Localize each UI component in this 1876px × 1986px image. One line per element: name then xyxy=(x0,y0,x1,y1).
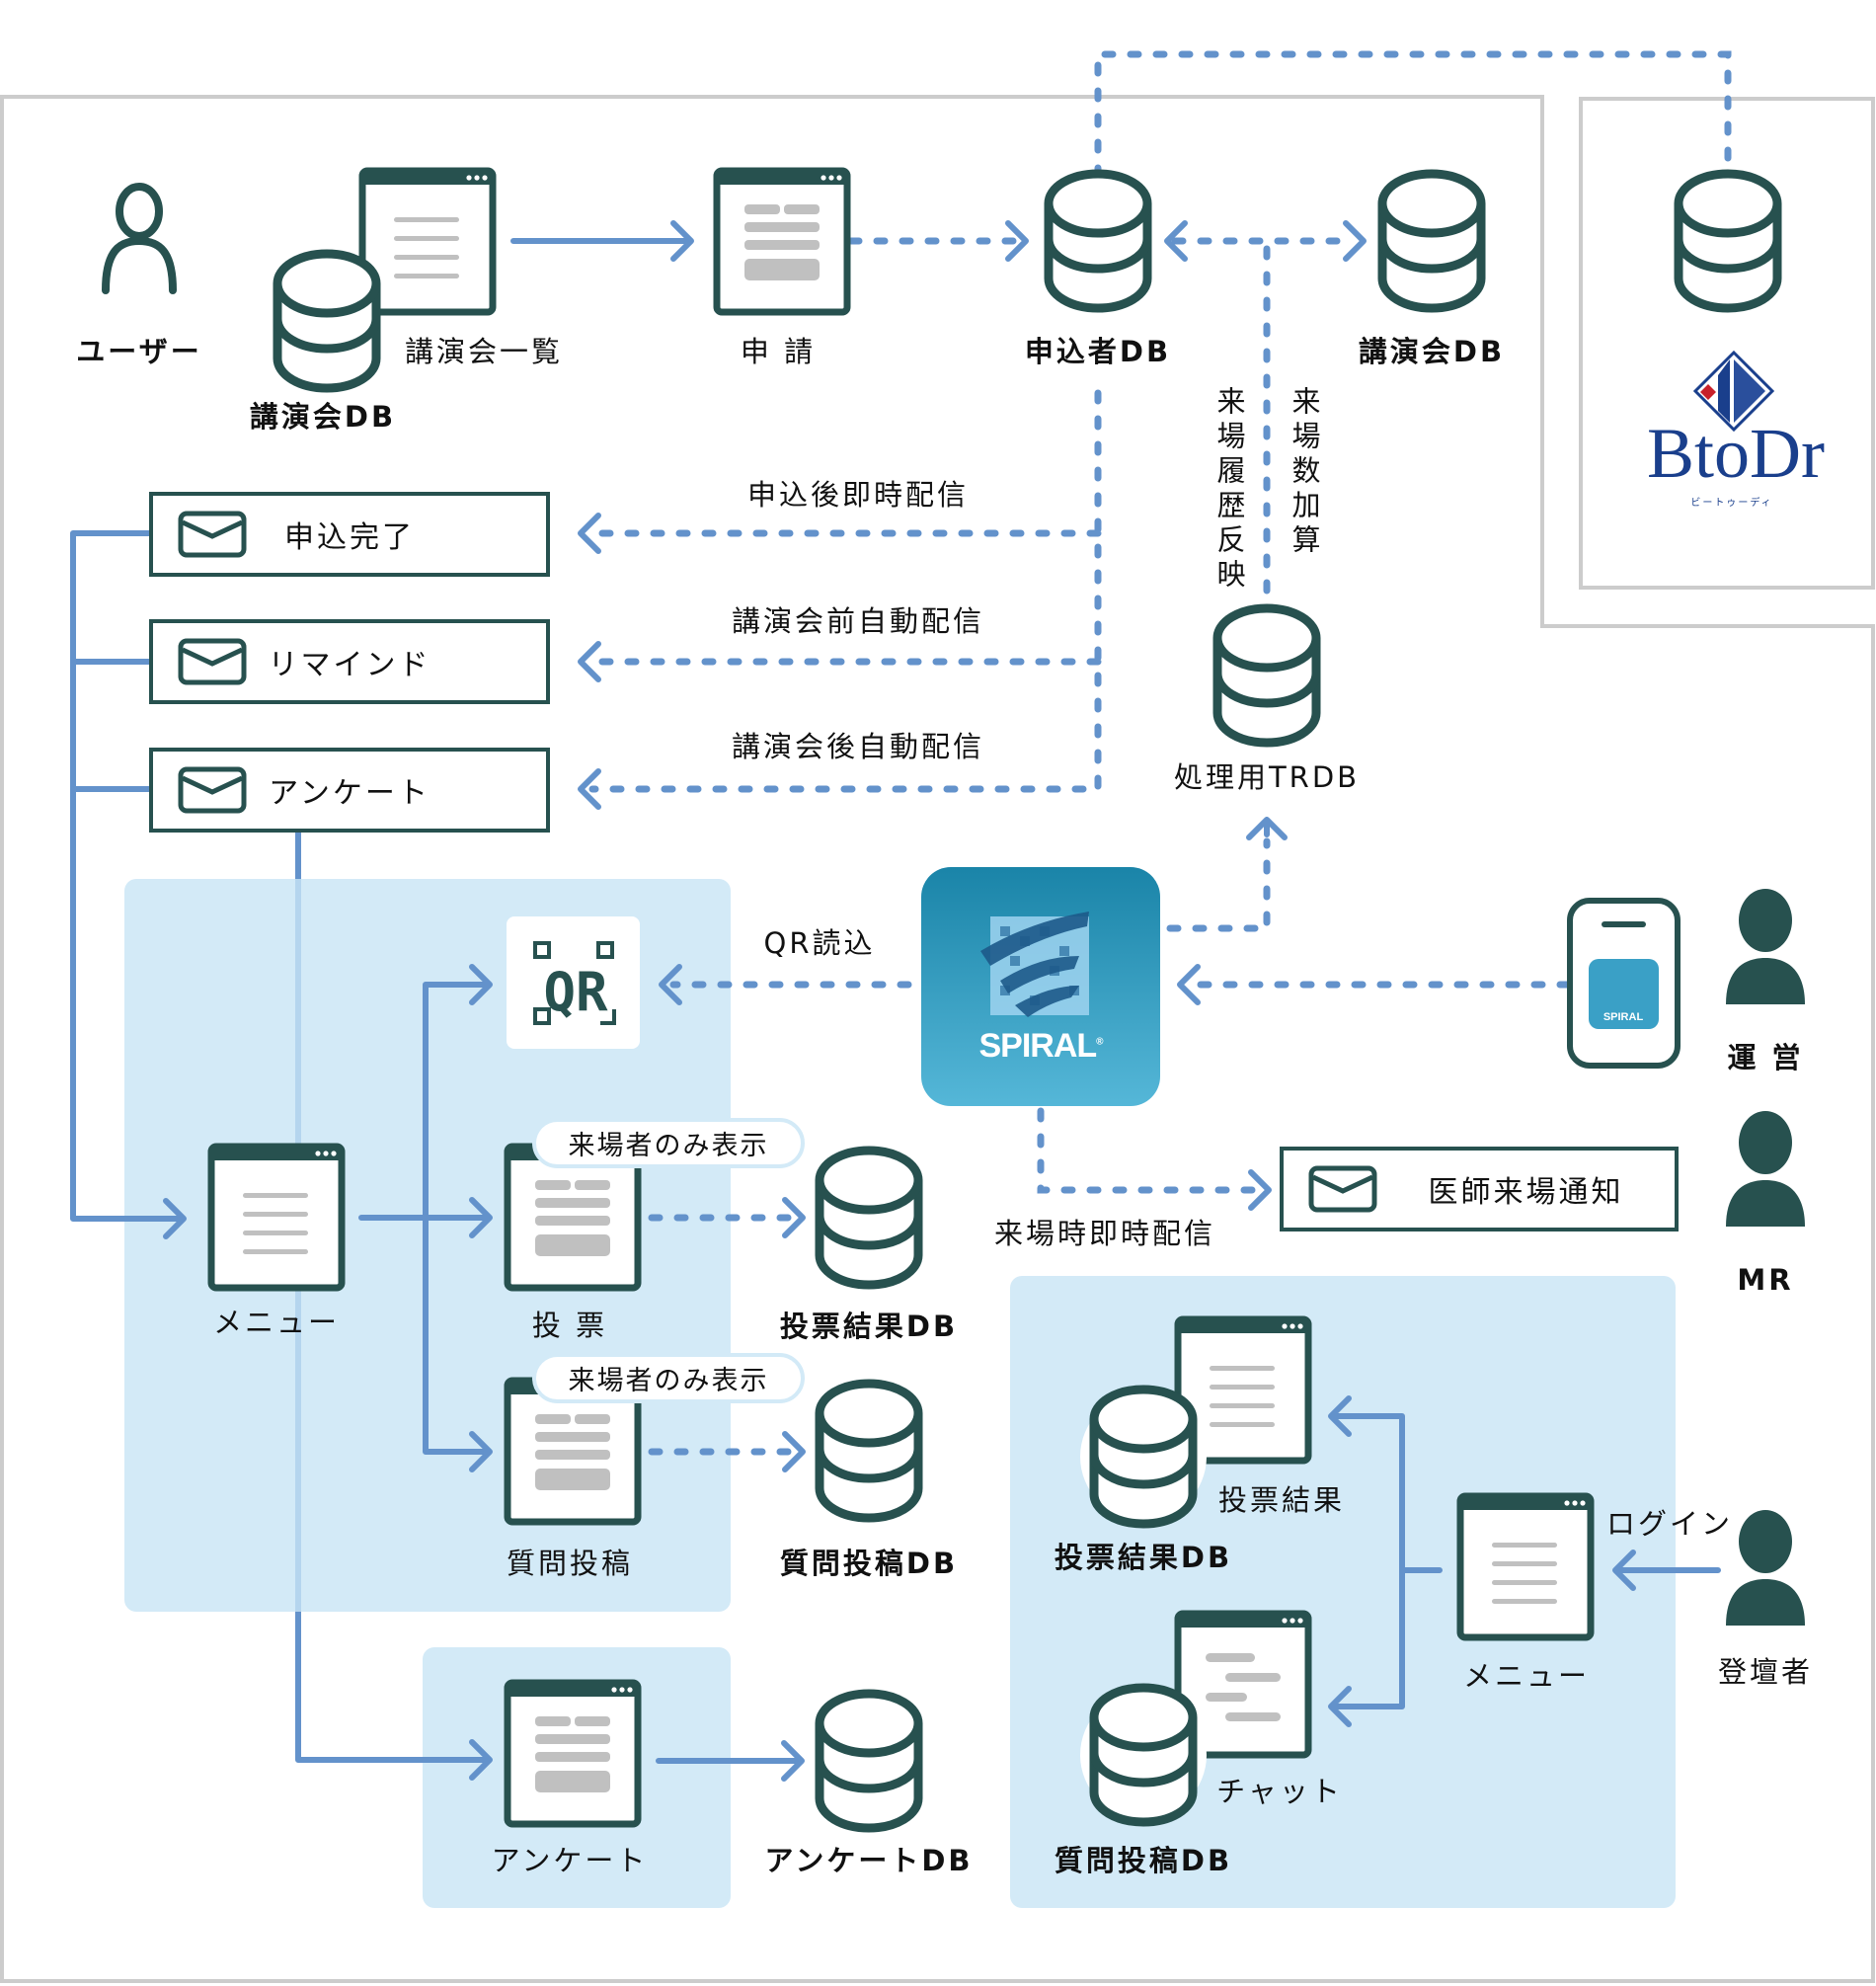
mail-doctor-notice: 医師来場通知 xyxy=(1280,1147,1679,1231)
mail-label: アンケート xyxy=(269,776,430,811)
speaker-menu-window-icon xyxy=(1460,1496,1591,1637)
lecture-db-left-icon xyxy=(277,254,376,388)
speaker-menu-label: メニュー xyxy=(1462,1659,1591,1693)
mail-label: 申込完了 xyxy=(284,520,415,555)
flow-history-reflect-label: 来場履歴反映 xyxy=(1212,386,1246,594)
question-db-label: 質問投稿DB xyxy=(779,1547,959,1580)
user-icon xyxy=(106,187,173,290)
flow-after-lecture-label: 講演会後自動配信 xyxy=(731,730,985,763)
survey-window-icon xyxy=(508,1683,638,1824)
lecture-db-right-icon xyxy=(1382,174,1481,308)
user-label: ユーザー xyxy=(76,335,202,368)
registered-mark: ® xyxy=(1096,1036,1103,1048)
svg-text:QR: QR xyxy=(543,961,608,1023)
visitor-only-badge: 来場者のみ表示 xyxy=(532,1118,805,1168)
svg-text:SPIRAL: SPIRAL xyxy=(1603,1011,1644,1023)
processing-db-icon xyxy=(1217,608,1316,743)
mail-reminder: リマインド xyxy=(149,619,550,704)
mail-icon xyxy=(178,511,247,558)
operator-icon xyxy=(1726,889,1805,1004)
applicant-db-icon xyxy=(1049,174,1147,308)
flow-arrival-notice-label: 来場時即時配信 xyxy=(993,1217,1216,1250)
system-boundary xyxy=(0,95,1875,1983)
operator-label: 運 営 xyxy=(1727,1041,1804,1074)
mail-icon xyxy=(178,766,247,814)
flow-before-lecture-label: 講演会前自動配信 xyxy=(731,604,985,638)
vote-db-label: 投票結果DB xyxy=(779,1310,959,1343)
arrow-list-to-apply xyxy=(510,220,694,262)
vote-result-label: 投票結果 xyxy=(1217,1483,1346,1517)
apply-label: 申 請 xyxy=(740,335,817,368)
flow-after-apply-label: 申込後即時配信 xyxy=(746,478,970,512)
dashed-spiral-to-notice xyxy=(1037,1107,1266,1194)
qr-icon: QR xyxy=(507,916,640,1049)
btodr-logo-icon xyxy=(1692,350,1775,433)
mail-label: リマインド xyxy=(268,648,431,682)
menu-window-icon xyxy=(211,1147,342,1288)
mr-icon xyxy=(1726,1111,1805,1227)
apply-form-window-icon xyxy=(717,171,847,312)
question-db-icon xyxy=(820,1384,918,1518)
arrow-speaker-menu-branches xyxy=(1328,1395,1443,1727)
arrow-login xyxy=(1612,1549,1721,1591)
mail-label: 医師来場通知 xyxy=(1428,1175,1624,1210)
vote-db-icon xyxy=(820,1151,918,1285)
spiral-brand-text: SPIRAL xyxy=(978,1027,1097,1065)
speaker-icon xyxy=(1726,1510,1805,1626)
flow-qr-read-label: QR読込 xyxy=(763,926,876,960)
partner-logo: BtoDr xyxy=(1647,413,1825,495)
survey-db-label: アンケートDB xyxy=(764,1844,974,1877)
dashed-delivery-trunk xyxy=(588,389,1102,793)
lecture-db-left-label: 講演会DB xyxy=(249,400,397,434)
arrow-menu-branches xyxy=(358,964,493,1472)
dashed-applicant-to-partner xyxy=(1094,50,1732,180)
chat-label: チャット xyxy=(1216,1775,1343,1808)
partner-db-icon xyxy=(1679,174,1777,308)
menu-label: メニュー xyxy=(212,1306,341,1339)
spiral-platform: SPIRAL® xyxy=(921,867,1160,1106)
mail-icon xyxy=(178,638,247,685)
mail-icon xyxy=(1308,1165,1377,1213)
spiral-logo-icon xyxy=(980,912,1089,1017)
applicant-db-label: 申込者DB xyxy=(1024,335,1172,368)
lecture-db-right-label: 講演会DB xyxy=(1358,335,1506,368)
arrow-up-trdb xyxy=(1246,817,1288,840)
question-label: 質問投稿 xyxy=(506,1547,634,1580)
visitor-only-badge: 来場者のみ表示 xyxy=(532,1353,805,1403)
partner-logo-kana: ビートゥーディ xyxy=(1690,498,1773,509)
vote-label: 投 票 xyxy=(531,1309,608,1342)
flow-count-add-label: 来場数加算 xyxy=(1288,386,1321,559)
mr-label: MR xyxy=(1737,1263,1794,1297)
dashed-spiral-to-trdb xyxy=(1166,837,1271,932)
arrow-survey-to-db xyxy=(656,1740,805,1782)
mail-survey: アンケート xyxy=(149,748,550,833)
mail-bus-line xyxy=(70,530,187,1239)
speaker-question-db-icon xyxy=(1094,1688,1193,1822)
vote-result-db-label: 投票結果DB xyxy=(1054,1541,1233,1574)
phone-app-icon: SPIRAL xyxy=(1567,898,1681,1069)
survey-db-icon xyxy=(820,1694,918,1828)
processing-db-label: 処理用TRDB xyxy=(1173,760,1361,794)
lecture-list-window-icon xyxy=(362,171,493,312)
speaker-question-db-label: 質問投稿DB xyxy=(1054,1844,1233,1877)
login-label: ログイン xyxy=(1605,1507,1734,1541)
mail-apply-complete: 申込完了 xyxy=(149,492,550,577)
vote-result-db-icon xyxy=(1094,1390,1193,1524)
partner-logo-text: BtoDr xyxy=(1647,414,1825,493)
speaker-label: 登壇者 xyxy=(1717,1655,1814,1689)
lecture-list-label: 講演会一覧 xyxy=(404,335,564,368)
survey-label: アンケート xyxy=(491,1844,649,1877)
